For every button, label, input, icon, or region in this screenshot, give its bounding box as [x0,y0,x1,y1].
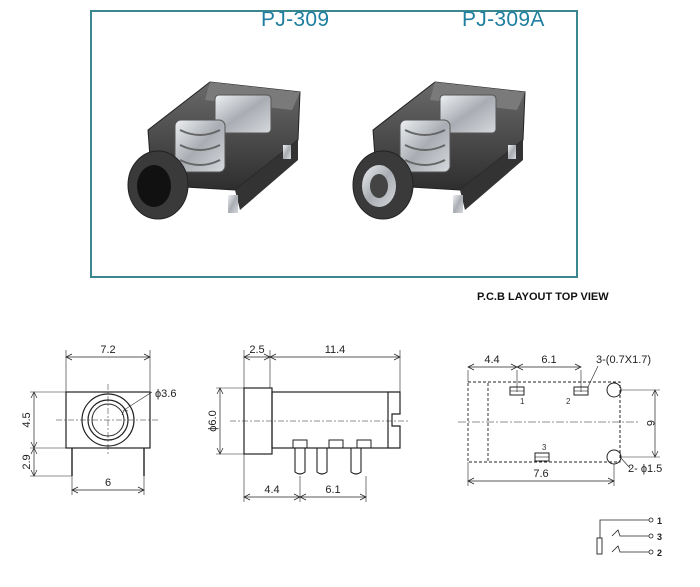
side-view-drawing [216,350,410,502]
pcb-layout-drawing [458,363,660,486]
pcb-layout-title: P.C.B LAYOUT TOP VIEW [477,291,609,303]
jack-illustration-pj309 [127,81,301,220]
jack-illustration-pj309a [352,81,526,220]
front-view-drawing [30,350,160,495]
product-photo-frame [90,10,578,278]
pin-schematic [596,517,654,555]
model-title-pj309: PJ-309 [261,8,330,31]
model-title-pj309a: PJ-309A [462,8,545,31]
